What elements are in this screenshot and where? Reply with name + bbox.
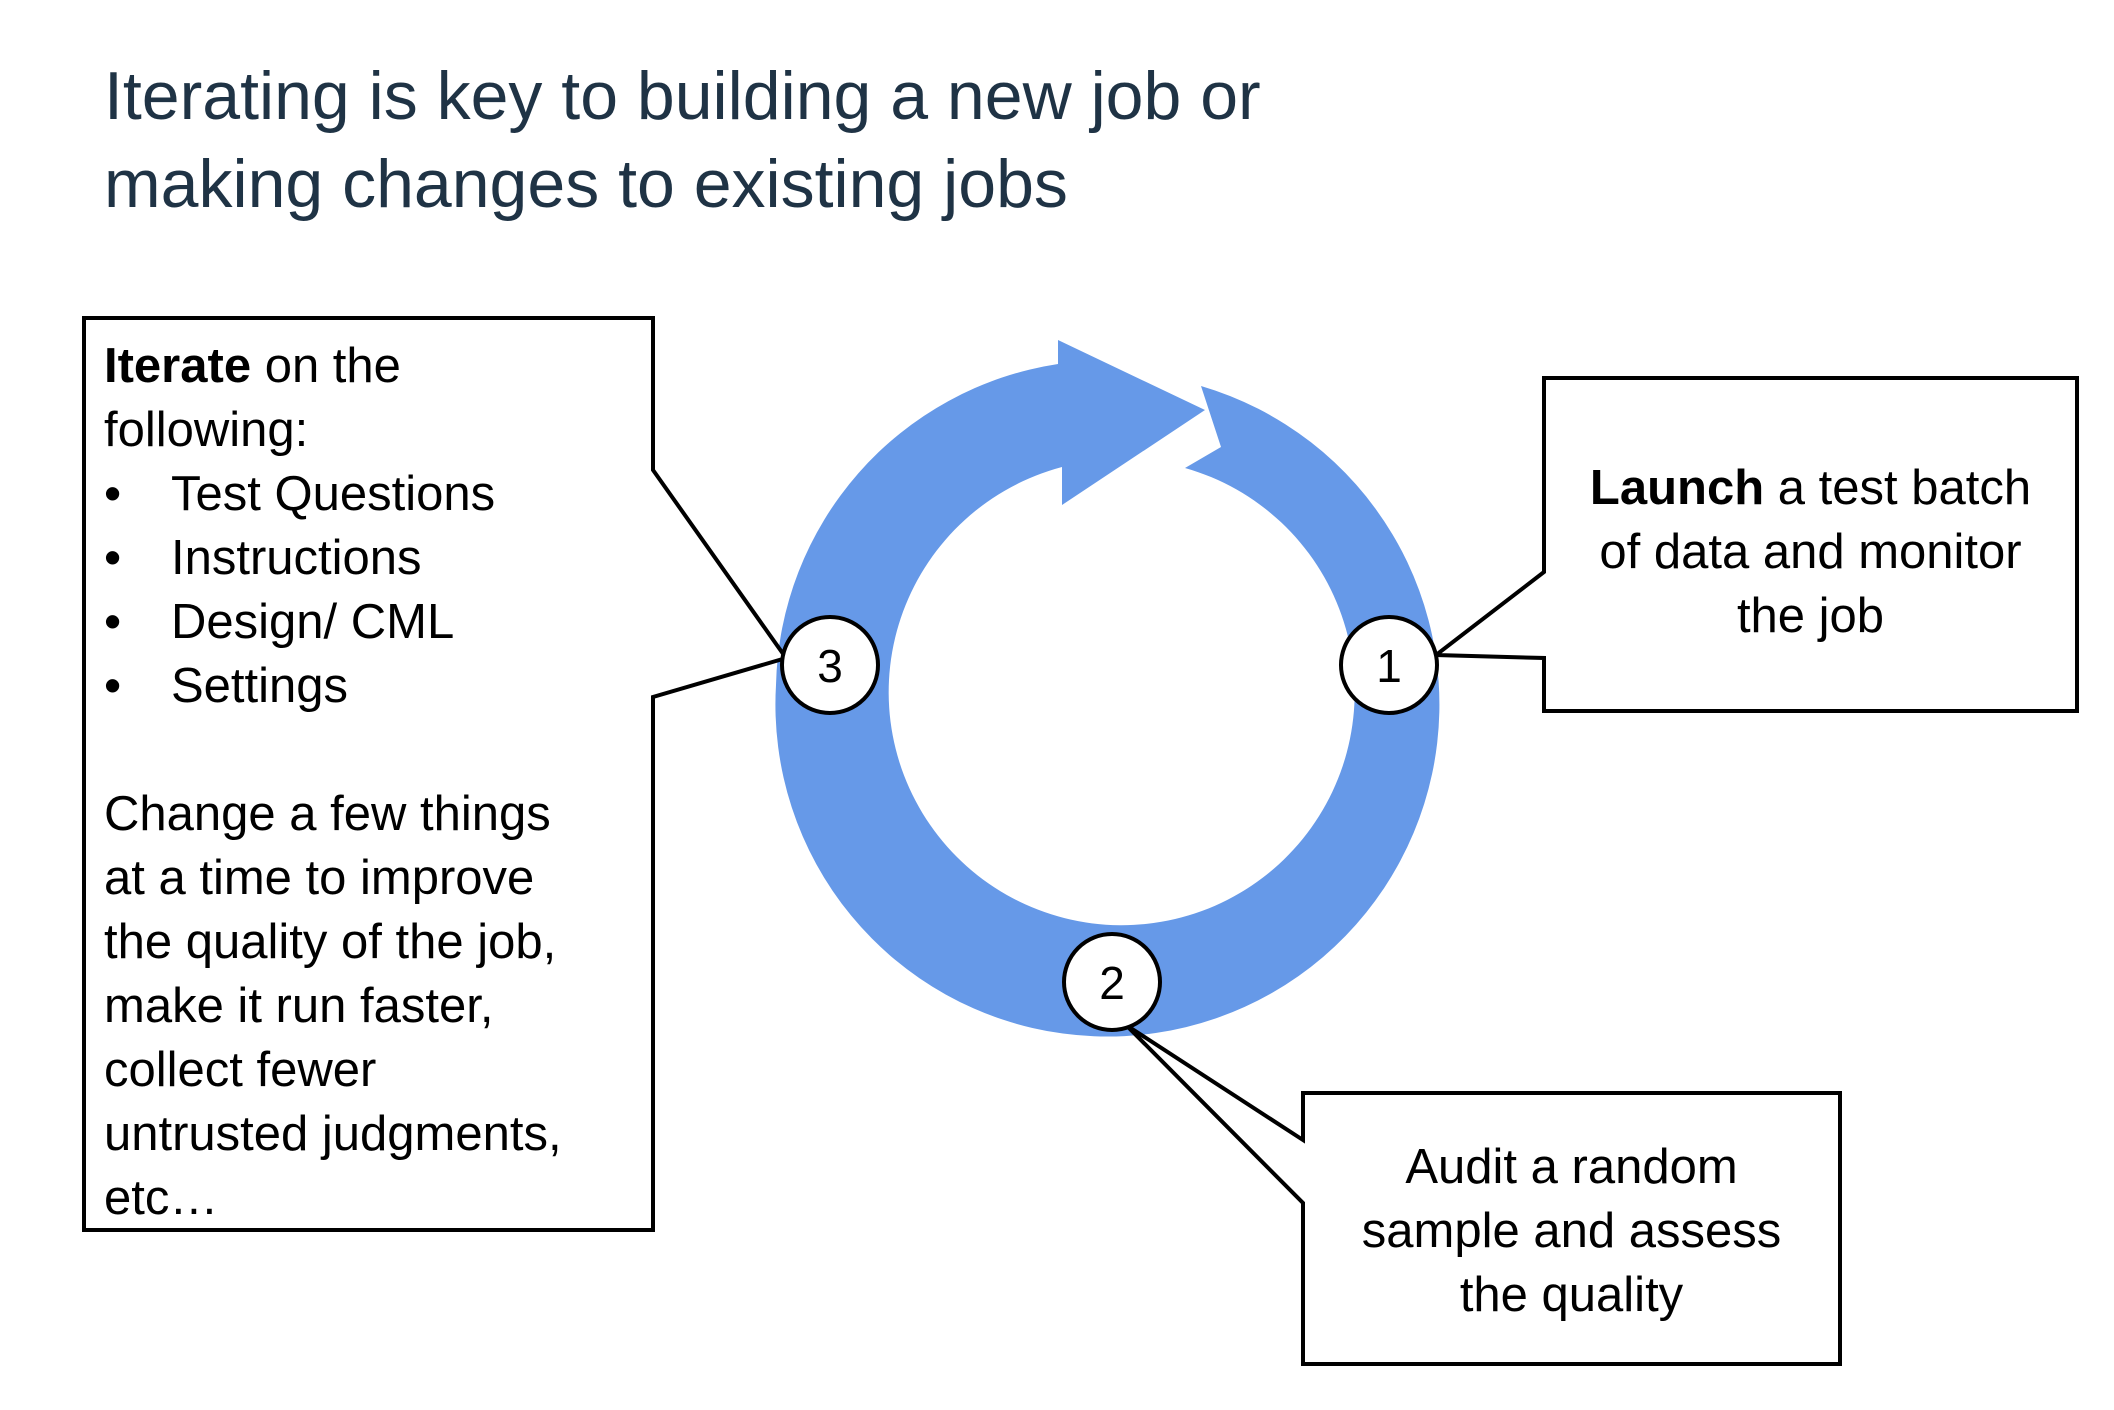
step-2-marker: 2 [1062,932,1162,1032]
title-line-1: Iterating is key to building a new job o… [104,58,1261,134]
iterate-paragraph: Change a few things at a time to improve… [104,782,644,1230]
cycle-arrow [775,340,1440,1037]
paragraph-line: the quality of the job, [104,915,557,969]
audit-line-2: sample and assess [1361,1204,1782,1258]
audit-box-text: Audit a random sample and assess the qua… [1307,1135,1836,1327]
launch-keyword: Launch [1589,461,1765,515]
audit-callout-box [1124,1023,1842,1366]
paragraph-line: collect fewer [104,1043,377,1097]
page-title: Iterating is key to building a new job o… [104,52,1604,228]
list-item: Instructions [104,526,644,590]
paragraph-line: etc… [104,1171,219,1225]
list-item: Settings [104,654,644,718]
paragraph-line: make it run faster, [104,979,494,1033]
list-item: Design/ CML [104,590,644,654]
launch-line-3: the job [1736,589,1885,643]
step-3-marker: 3 [780,615,880,715]
step-1-marker: 1 [1339,615,1439,715]
paragraph-line: untrusted judgments, [104,1107,562,1161]
paragraph-line: Change a few things [104,787,551,841]
iterate-list: Test Questions Instructions Design/ CML … [104,462,644,718]
audit-line-1: Audit a random [1405,1140,1738,1194]
paragraph-line: at a time to improve [104,851,535,905]
list-item: Test Questions [104,462,644,526]
step-1-number: 1 [1376,640,1402,692]
iterate-box-text: Iterate on the following: Test Questions… [104,334,644,1230]
launch-callout-box [1430,376,2079,713]
iterate-line-1: on the [251,339,401,393]
step-2-number: 2 [1099,957,1125,1009]
iterate-line-2: following: [104,403,309,457]
step-3-number: 3 [817,640,843,692]
launch-line-1: a test batch [1764,461,2032,515]
audit-line-3: the quality [1459,1268,1684,1322]
iterate-keyword: Iterate [104,339,252,393]
launch-box-text: Launch a test batch of data and monitor … [1548,456,2073,648]
launch-line-2: of data and monitor [1599,525,2022,579]
title-line-2: making changes to existing jobs [104,146,1068,222]
